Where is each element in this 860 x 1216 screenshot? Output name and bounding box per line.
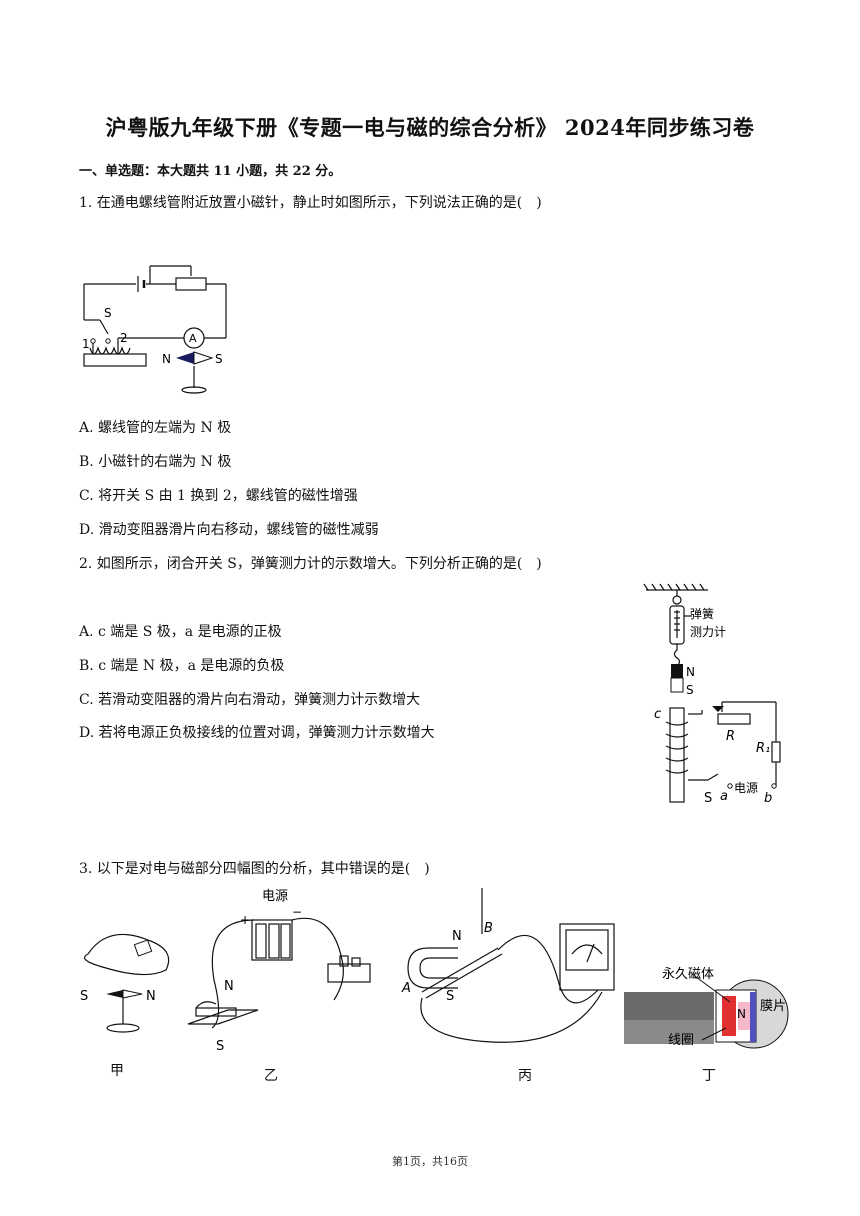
- q2-magnet-s: S: [686, 683, 694, 697]
- q3-figure-yi: 电源 + − N S: [187, 889, 371, 1054]
- q2-option-c: C. 若滑动变阻器的滑片向右滑动，弹簧测力计示数增大: [79, 692, 421, 708]
- q2-label-s: S: [704, 791, 712, 806]
- q1-needle-n: N: [162, 352, 171, 366]
- q3-figure-ding: 永久磁体 膜片 线圈 N: [624, 967, 789, 1049]
- q3-ding-membrane: 膜片: [760, 999, 786, 1014]
- page-footer: 第1页，共16页: [392, 1155, 468, 1168]
- q3-jia-s: S: [80, 989, 88, 1004]
- q3-ding-magnet: 永久磁体: [662, 967, 714, 982]
- q1-option-c: C. 将开关 S 由 1 换到 2，螺线管的磁性增强: [79, 488, 358, 504]
- q3-bing-n: N: [452, 929, 462, 944]
- q3-jia-n: N: [146, 989, 156, 1004]
- q1-ammeter-label: A: [189, 332, 197, 345]
- q1-circuit-figure: S 1 2 A N S: [82, 265, 227, 394]
- q1-label-2: 2: [120, 331, 128, 345]
- q1-option-b: B. 小磁针的右端为 N 极: [79, 454, 232, 470]
- q2-label-a: a: [720, 789, 728, 804]
- q1-option-a: A. 螺线管的左端为 N 极: [79, 420, 232, 436]
- question-3-stem: 3. 以下是对电与磁部分四幅图的分析，其中错误的是( ): [79, 861, 430, 877]
- q3-yi-s: S: [216, 1039, 224, 1054]
- q3-bing-a: A: [401, 981, 411, 996]
- q3-yi-source: 电源: [262, 889, 288, 904]
- q2-label-source: 电源: [734, 781, 758, 795]
- q3-yi-minus: −: [292, 905, 302, 919]
- q3-yi-n: N: [224, 979, 234, 994]
- page-title: 沪粤版九年级下册《专题一电与磁的综合分析》 2024年同步练习卷: [105, 115, 755, 140]
- q2-spring-figure: 弹簧 测力计 N S c R R₁ S a 电源 b: [643, 583, 781, 806]
- q2-label-r: R: [726, 729, 735, 744]
- q3-caption-ding: 丁: [702, 1068, 716, 1084]
- q2-option-b: B. c 端是 N 极，a 是电源的负极: [79, 658, 285, 674]
- q2-label-spring: 弹簧: [690, 606, 714, 621]
- q3-figure-bing: N B A S: [401, 888, 615, 1043]
- q3-ding-n: N: [737, 1007, 746, 1021]
- q2-label-c: c: [654, 707, 661, 722]
- q3-caption-jia: 甲: [110, 1063, 124, 1079]
- q2-label-scale: 测力计: [690, 625, 726, 639]
- section-heading: 一、单选题：本大题共 11 小题，共 22 分。: [79, 164, 342, 179]
- q3-figure-jia: S N: [80, 933, 170, 1033]
- q3-ding-coil: 线圈: [668, 1033, 694, 1048]
- q2-option-a: A. c 端是 S 极，a 是电源的正极: [79, 624, 282, 640]
- q3-caption-bing: 丙: [518, 1068, 532, 1084]
- q1-label-1: 1: [82, 337, 90, 351]
- question-1-stem: 1. 在通电螺线管附近放置小磁针，静止时如图所示，下列说法正确的是( ): [79, 195, 542, 211]
- q3-caption-yi: 乙: [264, 1068, 278, 1084]
- q2-option-d: D. 若将电源正负极接线的位置对调，弹簧测力计示数增大: [79, 725, 435, 741]
- q1-needle-s: S: [215, 352, 223, 366]
- q2-label-b: b: [764, 791, 772, 806]
- q3-yi-plus: +: [240, 913, 250, 927]
- q2-label-r1: R₁: [756, 741, 770, 756]
- q1-label-s: S: [104, 306, 112, 320]
- question-2-stem: 2. 如图所示，闭合开关 S，弹簧测力计的示数增大。下列分析正确的是( ): [79, 556, 542, 572]
- q1-option-d: D. 滑动变阻器滑片向右移动，螺线管的磁性减弱: [79, 522, 379, 538]
- q3-bing-b: B: [484, 921, 493, 936]
- q3-bing-s: S: [446, 989, 454, 1004]
- q2-magnet-n: N: [686, 665, 695, 679]
